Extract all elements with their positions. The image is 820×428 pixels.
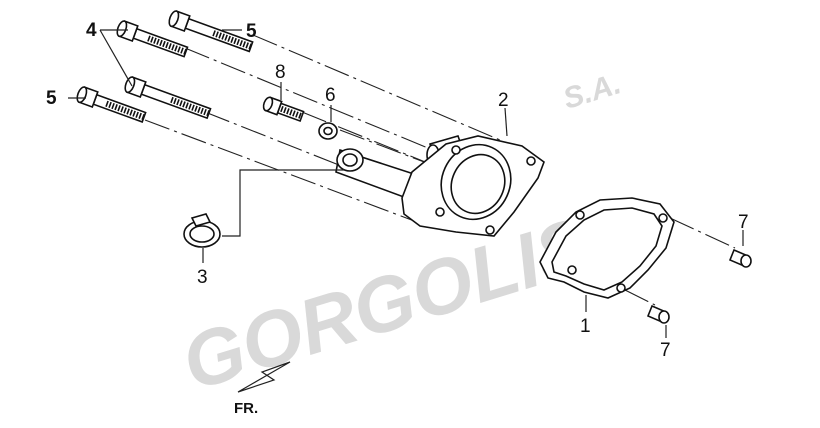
bolt-5-top — [168, 10, 254, 53]
front-direction-indicator: FR. — [234, 361, 291, 417]
washer-6 — [318, 122, 338, 140]
dowel-pin-7-upper — [728, 248, 752, 268]
callout-6: 6 — [325, 85, 336, 106]
leader-lines — [68, 29, 744, 338]
callout-7-lower: 7 — [660, 340, 671, 361]
callout-4: 4 — [86, 20, 97, 41]
callout-3: 3 — [197, 267, 208, 288]
front-direction-label: FR. — [234, 400, 258, 417]
callout-5-top: 5 — [246, 21, 257, 42]
callout-2: 2 — [498, 90, 509, 111]
watermark-brand: GORGOLIS — [172, 200, 600, 407]
hose-clamp-3 — [183, 213, 221, 248]
pump-cover-2 — [335, 135, 545, 237]
bolt-4-top — [116, 20, 189, 58]
callouts: 4 5 5 8 6 2 3 1 7 7 — [46, 20, 749, 361]
callout-5-lower: 5 — [46, 88, 57, 109]
watermark-suffix: S.A. — [559, 67, 624, 116]
callout-8: 8 — [275, 62, 286, 83]
gasket-1 — [539, 197, 675, 299]
callout-1: 1 — [580, 316, 591, 337]
dowel-pin-7-lower — [646, 304, 670, 324]
bolt-4-lower — [124, 76, 212, 120]
bolt-8-short — [262, 96, 305, 123]
callout-7-upper: 7 — [738, 212, 749, 233]
